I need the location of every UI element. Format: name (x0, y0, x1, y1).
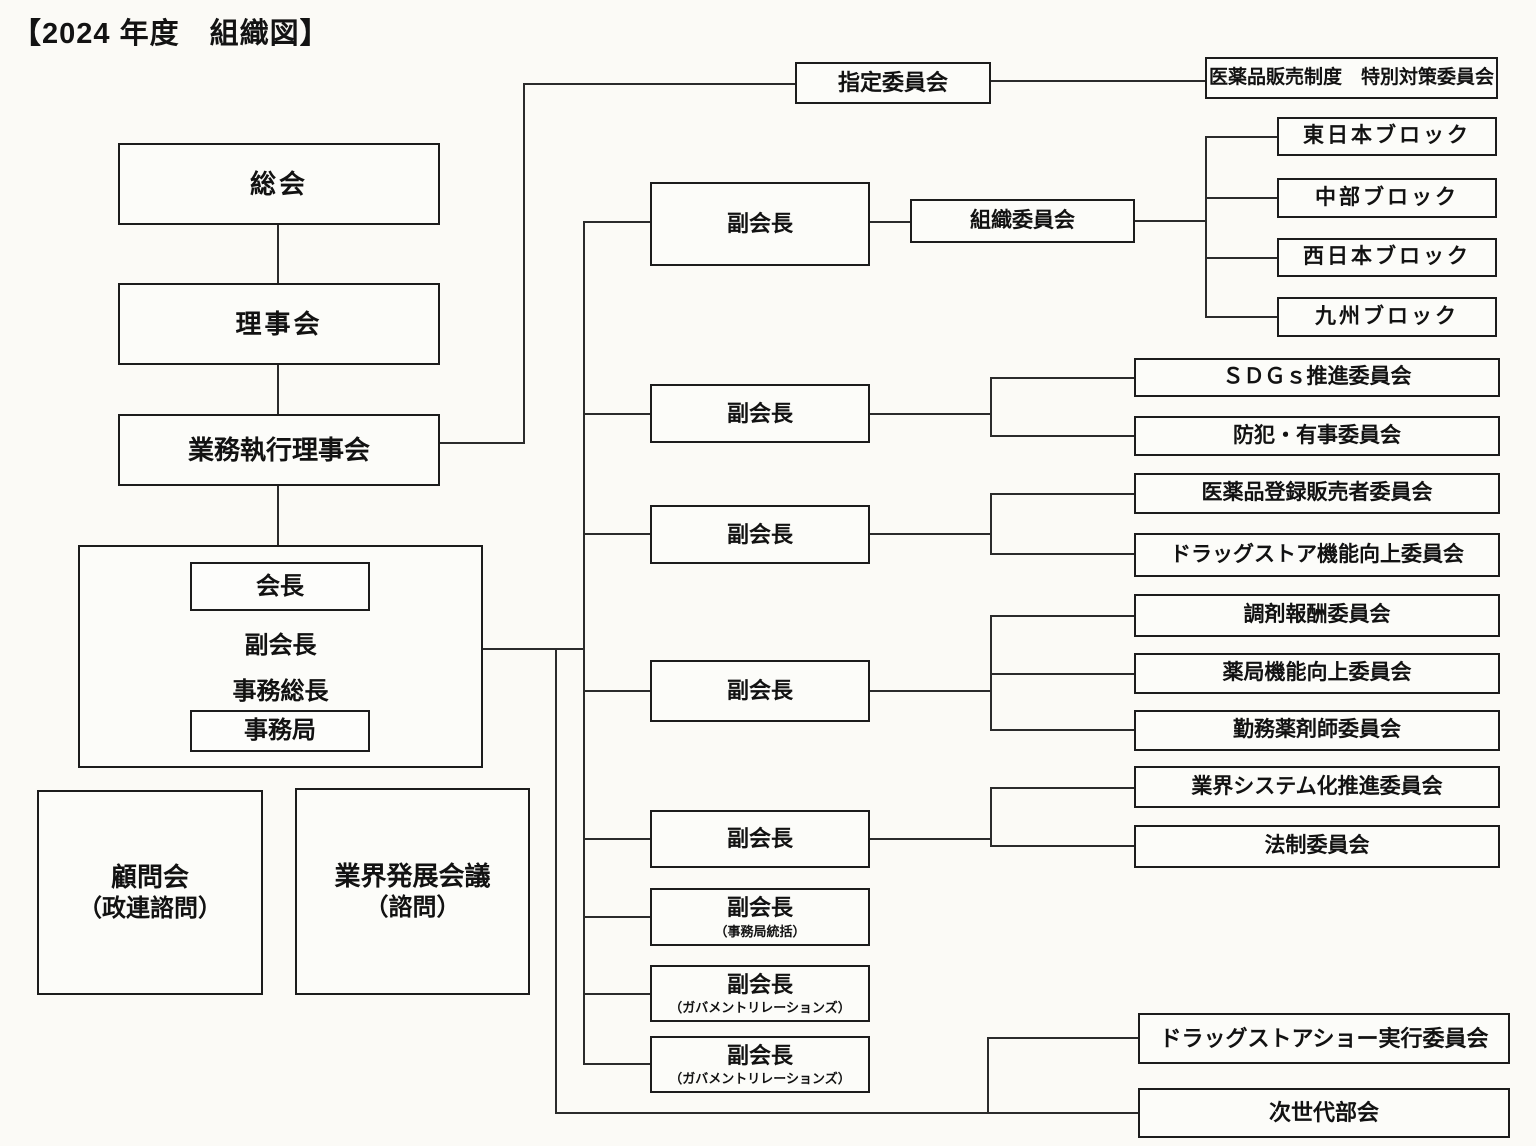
connector-to-registered-sellers (990, 493, 1134, 495)
connector-to-legal (990, 845, 1134, 847)
connector-to-drugstore-function (990, 553, 1134, 555)
connector-drop-bottom (555, 648, 557, 1114)
box-block-kyushu: 九州ブロック (1277, 297, 1497, 337)
label-vice-president: 副会長 (244, 632, 317, 659)
box-vice-chair-2: 副会長 (650, 384, 870, 443)
box-committee-sdgs: ＳＤＧｓ推進委員会 (1134, 358, 1500, 397)
box-vice-chair-7: 副会長 （ガバメントリレーションズ） (650, 965, 870, 1022)
box-industry-development-council: 業界発展会議 （諮問） (295, 788, 530, 995)
advisor-council-label: 顧問会 (110, 862, 189, 893)
box-committee-drugstore-show: ドラッグストアショー実行委員会 (1138, 1013, 1510, 1064)
box-vice-chair-8: 副会長 （ガバメントリレーションズ） (650, 1036, 870, 1093)
box-vice-chair-4: 副会長 (650, 660, 870, 722)
connector-bracket-sellers-group (990, 493, 992, 555)
box-vice-chair-5: 副会長 (650, 810, 870, 868)
connector-bottom-bracket (987, 1038, 989, 1114)
connector-block-chubu (1205, 197, 1277, 199)
box-secretariat: 事務局 (190, 710, 370, 752)
connector-meeting-board (277, 225, 279, 283)
vice-chair-6-label: 副会長 (726, 895, 793, 921)
industry-development-note: （諮問） (364, 893, 461, 921)
connector-to-drugstore-show (987, 1037, 1138, 1039)
vice-chair-6-note: （事務局統括） (714, 923, 806, 939)
box-committee-drugstore-function: ドラッグストア機能向上委員会 (1134, 533, 1500, 577)
box-designated-committee: 指定委員会 (795, 62, 991, 104)
connector-to-pharmacy-function (990, 673, 1134, 675)
box-organization-committee: 組織委員会 (910, 199, 1135, 243)
vice-chair-7-label: 副会長 (726, 971, 793, 997)
connector-bottom-horizontal (555, 1112, 1138, 1114)
connector-to-sdgs (990, 377, 1134, 379)
connector-vc3-bracket (870, 533, 990, 535)
connector-trunk-vc2 (583, 413, 650, 415)
connector-blocks-trunk (1205, 136, 1207, 317)
connector-bracket-system-group (990, 787, 992, 847)
connector-executive-right (440, 442, 525, 444)
box-committee-legal: 法制委員会 (1134, 825, 1500, 868)
connector-trunk-vc6 (583, 916, 650, 918)
box-board-of-directors: 理事会 (118, 283, 440, 365)
box-committee-crime-prevention: 防犯・有事委員会 (1134, 416, 1500, 456)
vice-chair-7-note: （ガバメントリレーションズ） (669, 1000, 851, 1016)
connector-bracket-sdgs-group (990, 377, 992, 437)
box-special-committee: 医薬品販売制度 特別対策委員会 (1205, 57, 1498, 99)
industry-development-label: 業界発展会議 (334, 861, 491, 892)
connector-trunk-vc7 (583, 993, 650, 995)
box-committee-dispensing-fee: 調剤報酬委員会 (1134, 594, 1500, 637)
box-officers-group (78, 545, 483, 768)
connector-riser-designated (523, 83, 525, 444)
connector-vc5-bracket (870, 838, 990, 840)
box-committee-next-generation: 次世代部会 (1138, 1088, 1510, 1138)
connector-to-crime-prevention (990, 435, 1134, 437)
connector-trunk-vc5 (583, 838, 650, 840)
box-advisor-council: 顧問会 （政連諮問） (37, 790, 263, 995)
box-committee-registered-sellers: 医薬品登録販売者委員会 (1134, 473, 1500, 514)
box-committee-industry-systemization: 業界システム化推進委員会 (1134, 766, 1500, 808)
connector-vice-chair-trunk (583, 221, 585, 1065)
box-block-east-japan: 東日本ブロック (1277, 117, 1497, 156)
box-general-meeting: 総会 (118, 143, 440, 225)
connector-block-kyushu (1205, 316, 1277, 318)
box-committee-employed-pharmacists: 勤務薬剤師委員会 (1134, 710, 1500, 751)
connector-trunk-vc8 (583, 1063, 650, 1065)
connector-to-employed-pharmacists (990, 729, 1134, 731)
box-block-west-japan: 西日本ブロック (1277, 238, 1497, 277)
box-executive-board: 業務執行理事会 (118, 414, 440, 486)
connector-vc1-organization (870, 221, 910, 223)
advisor-council-note: （政連諮問） (78, 894, 222, 922)
connector-to-dispensing-fee (990, 615, 1134, 617)
box-president: 会長 (190, 562, 370, 611)
connector-block-west (1205, 257, 1277, 259)
connector-officers-right (483, 648, 583, 650)
connector-trunk-vc4 (583, 690, 650, 692)
connector-executive-officers (277, 486, 279, 545)
label-secretary-general: 事務総長 (232, 678, 329, 705)
box-vice-chair-6: 副会長 （事務局統括） (650, 888, 870, 946)
connector-trunk-vc3 (583, 533, 650, 535)
box-block-chubu: 中部ブロック (1277, 178, 1497, 218)
box-vice-chair-3: 副会長 (650, 505, 870, 564)
connector-to-systemization (990, 787, 1134, 789)
connector-to-designated (523, 83, 795, 85)
box-committee-pharmacy-function: 薬局機能向上委員会 (1134, 653, 1500, 694)
connector-board-executive (277, 365, 279, 414)
connector-organization-blocks (1135, 220, 1205, 222)
connector-designated-special (991, 80, 1205, 82)
connector-trunk-vc1 (583, 221, 650, 223)
vice-chair-8-note: （ガバメントリレーションズ） (669, 1071, 851, 1087)
connector-block-east (1205, 136, 1277, 138)
page-title: 【2024 年度 組織図】 (12, 18, 330, 50)
box-vice-chair-1: 副会長 (650, 182, 870, 266)
connector-vc4-bracket (870, 690, 990, 692)
vice-chair-8-label: 副会長 (726, 1042, 793, 1068)
connector-vc2-bracket (870, 413, 990, 415)
